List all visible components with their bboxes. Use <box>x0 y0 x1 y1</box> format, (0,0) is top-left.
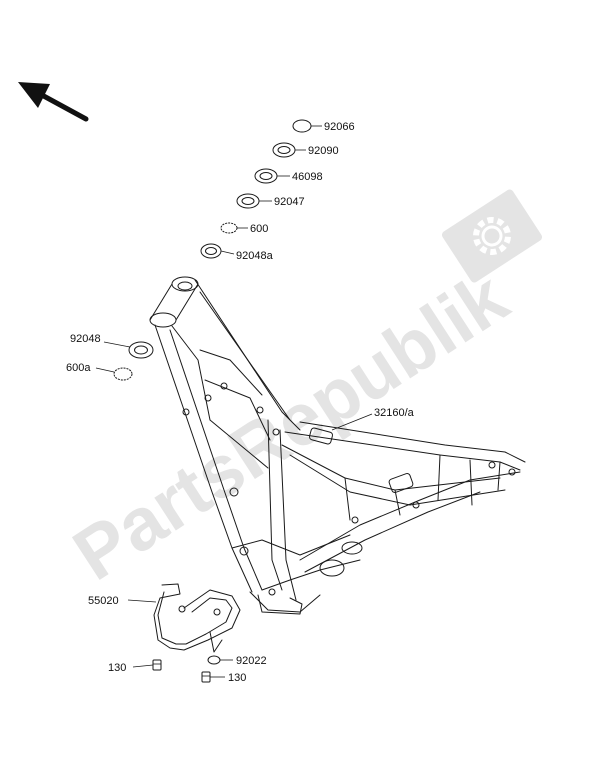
label-92047: 92047 <box>274 196 305 208</box>
label-92048: 92048 <box>70 333 101 345</box>
watermark: PartsRepublik <box>59 255 522 596</box>
label-130-left: 130 <box>108 662 126 674</box>
bearing-stack <box>113 119 312 381</box>
label-92048a: 92048a <box>236 250 274 262</box>
label-46098: 46098 <box>292 171 323 183</box>
bolt-130-left <box>152 659 162 671</box>
part-92066 <box>292 119 312 133</box>
part-600 <box>220 222 238 234</box>
label-55020: 55020 <box>88 595 119 607</box>
label-32160a: 32160/a <box>374 407 415 419</box>
label-600: 600 <box>250 223 268 235</box>
label-600a: 600a <box>66 362 91 374</box>
frame-32160 <box>149 276 526 615</box>
part-600a <box>113 367 133 381</box>
washer-92022 <box>207 655 221 665</box>
gear-icon <box>441 189 543 283</box>
leader-lines <box>95 125 373 678</box>
label-130-right: 130 <box>228 672 246 684</box>
label-92022: 92022 <box>236 655 267 667</box>
label-92090: 92090 <box>308 145 339 157</box>
watermark-text: PartsRepublik <box>59 255 522 596</box>
part-labels: 92066 92090 46098 92047 600 92048a 92048… <box>66 121 415 684</box>
engine-guard-55020 <box>153 583 241 653</box>
label-92066: 92066 <box>324 121 355 133</box>
arrow-up-left-icon <box>18 82 89 122</box>
bolt-130-right <box>201 671 211 683</box>
